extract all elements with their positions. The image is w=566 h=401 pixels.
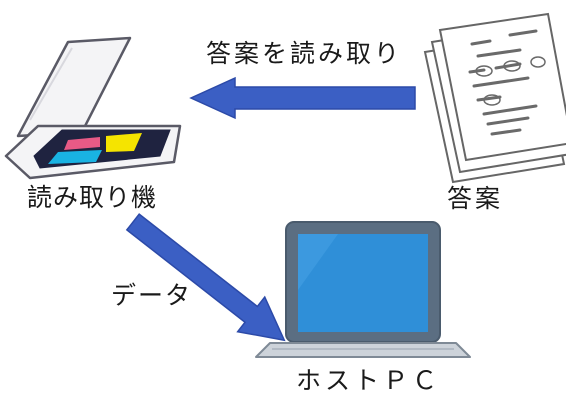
host-pc-label: ホストＰＣ <box>296 366 442 395</box>
answer-sheets-icon <box>423 12 566 184</box>
laptop-icon <box>255 221 471 358</box>
left-arrow-icon <box>189 76 416 120</box>
answer-label: 答案 <box>447 184 504 213</box>
down-right-arrow-icon <box>125 213 286 342</box>
reader-label: 読み取り機 <box>27 183 158 212</box>
flatbed-scanner-icon <box>4 36 182 180</box>
read-answer-label: 答案を読み取り <box>206 39 403 68</box>
data-label: データ <box>111 281 193 310</box>
